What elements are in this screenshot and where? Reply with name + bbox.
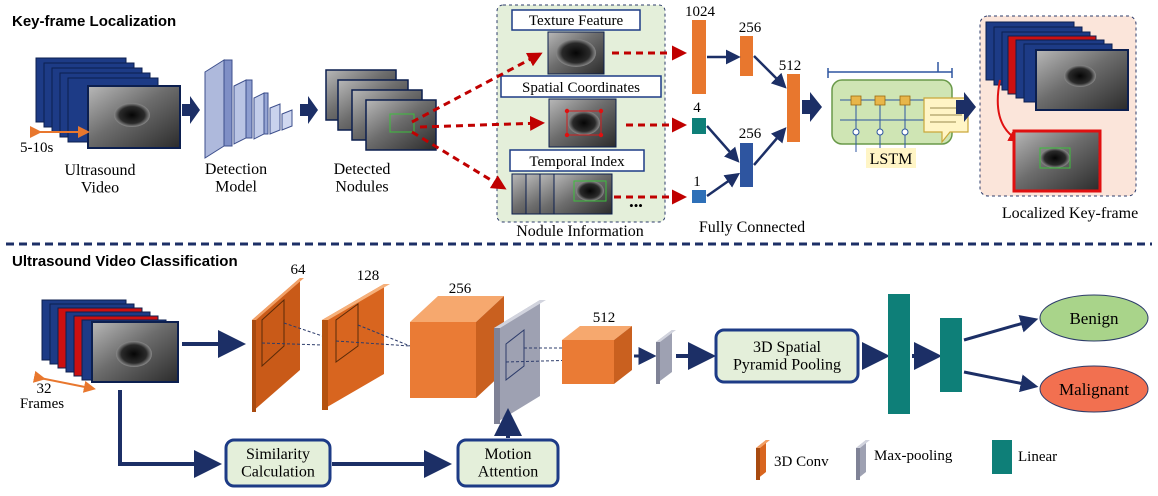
dim-4: 4 (693, 100, 701, 116)
dashed-arrow (411, 52, 543, 124)
dashed-arrow (411, 130, 507, 190)
nodule-information-label: Nodule Information (516, 223, 644, 240)
conv3d-block-64 (252, 278, 353, 412)
benign-output (1039, 294, 1149, 342)
texture-feature-box (511, 9, 641, 31)
dashed-arrow (419, 115, 545, 131)
fc-texture-256 (740, 36, 753, 76)
frames-count-bracket (32, 370, 96, 393)
fc-texture-1024 (692, 20, 706, 94)
malignant-output (1039, 365, 1149, 413)
fc-arrow (706, 172, 741, 198)
flow-arrow (300, 96, 318, 124)
legend-conv-label: 3D Conv (774, 454, 829, 470)
linear-layer-2 (940, 318, 962, 392)
benign-label: Benign (1069, 309, 1119, 328)
frames-count: 32 (37, 381, 52, 397)
clip-length-label: 5-10s (20, 140, 53, 156)
flow-arrow (956, 92, 976, 122)
legend-linear-swatch (992, 440, 1012, 474)
frames-label: Frames (20, 396, 64, 412)
localized-keyframe-label: Localized Key-frame (1002, 205, 1138, 222)
motion-attention-box (456, 438, 560, 488)
ultrasound-video-stack (35, 57, 181, 149)
fc-temporal-1 (692, 190, 706, 203)
temporal-ellipsis: ••• (629, 198, 643, 213)
legend: 3D Conv Max-pooling Linear (756, 440, 1057, 480)
legend-linear-label: Linear (1018, 449, 1057, 465)
spatial-pyramid-pooling-box (714, 328, 860, 384)
lstm-label: LSTM (870, 151, 913, 168)
conv3d-block-128 (322, 284, 411, 410)
maxpool-block (494, 300, 581, 424)
dim-512: 512 (779, 58, 802, 74)
flow-arrow (182, 96, 200, 124)
fully-connected-label: Fully Connected (699, 219, 805, 236)
fc-arrow (753, 55, 787, 89)
dim-1: 1 (693, 174, 701, 190)
fc-spatiotemporal-256 (740, 143, 753, 187)
spatial-coordinates-box (500, 75, 662, 98)
keyframe-stack (985, 21, 1129, 111)
fc-spatial-4 (692, 118, 706, 134)
malignant-label: Malignant (1059, 380, 1129, 399)
fc-arrow (706, 125, 740, 163)
output-arrow (963, 315, 1039, 342)
linear-layer-1 (888, 294, 910, 414)
dim-256-texture: 256 (739, 20, 762, 36)
similarity-path-arrow (118, 390, 222, 478)
lstm-cell (827, 62, 953, 152)
legend-maxpool-swatch (856, 440, 870, 480)
detected-nodules-stack (325, 69, 437, 151)
nodule-bbox (389, 113, 415, 133)
conv3d-block-256 (410, 296, 504, 398)
channels-256: 256 (449, 281, 472, 297)
temporal-index-label: Temporal Index (529, 154, 625, 170)
texture-feature-label: Texture Feature (529, 13, 624, 29)
maxpool-small-block (656, 330, 676, 384)
temporal-frames-strip (511, 173, 613, 215)
conv3d-block-512 (562, 326, 632, 384)
section-title-classification: Ultrasound Video Classification (12, 253, 238, 270)
detection-model-icon (204, 59, 293, 159)
spatial-coordinates-label: Spatial Coordinates (522, 80, 640, 96)
similarity-calculation-box (224, 438, 332, 488)
dim-256-spatiotemporal: 256 (739, 126, 762, 142)
channels-128: 128 (357, 268, 380, 284)
fc-merged-512 (787, 74, 800, 142)
lstm-label-bg (866, 148, 916, 168)
frames-stack (41, 299, 179, 383)
channels-64: 64 (291, 262, 307, 278)
legend-conv-swatch (756, 440, 770, 480)
legend-maxpool-label: Max-pooling (874, 448, 953, 464)
temporal-index-box (509, 149, 645, 172)
channels-512: 512 (593, 310, 616, 326)
dim-1024: 1024 (685, 4, 716, 20)
output-arrow (963, 370, 1039, 393)
section-title-keyframe: Key-frame Localization (12, 13, 176, 30)
fc-arrow (753, 127, 787, 166)
flow-arrow (802, 92, 822, 122)
